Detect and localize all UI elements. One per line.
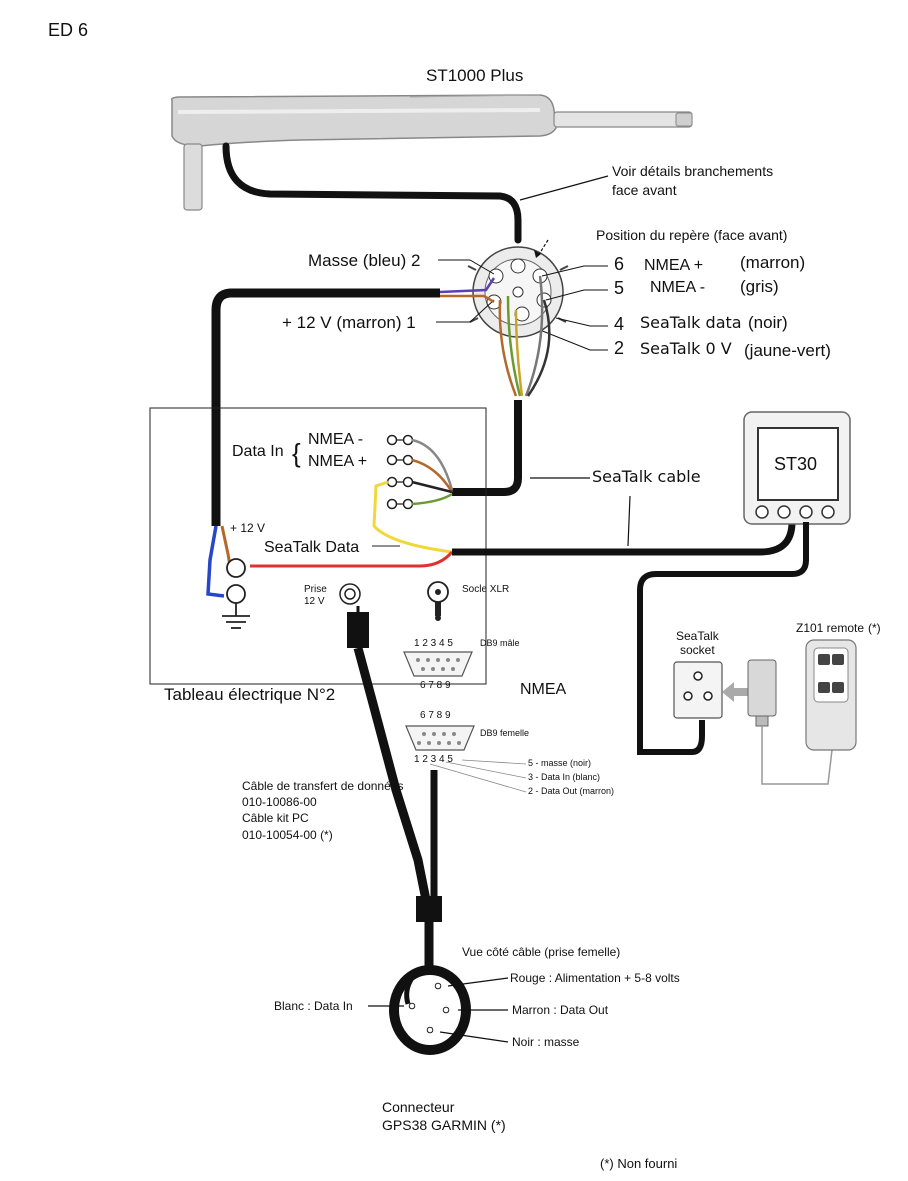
db9-female — [405, 725, 475, 751]
pin-5-num: 5 — [614, 278, 624, 298]
db9m-pins-top: 1 2 3 4 5 — [414, 638, 453, 649]
garmin-noir: Noir : masse — [512, 1035, 580, 1049]
pin-2-name: SeaTalk 0 V — [640, 339, 732, 358]
connector-wires — [439, 275, 551, 397]
socle-label: Socle XLR — [462, 584, 509, 595]
brown-wire — [220, 525, 232, 567]
pin-6-color: (marron) — [740, 253, 805, 272]
nmea-minus-label: NMEA - — [308, 431, 363, 448]
st30-cable — [637, 522, 809, 755]
socket-line1: SeaTalk — [676, 629, 720, 643]
page-id: ED 6 — [48, 20, 88, 40]
pin-4-name: SeaTalk data — [640, 313, 742, 332]
pin-12v-label: + 12 V (marron) 1 — [282, 313, 416, 332]
cable-info-4: 010-10054-00 (*) — [242, 828, 333, 842]
terminal-12v — [226, 558, 246, 578]
nmea-plus-label: NMEA + — [308, 453, 367, 470]
pilot-cable — [222, 142, 522, 244]
seatalk-data-label: SeaTalk Data — [264, 539, 359, 556]
cable-info-2: 010-10086-00 — [242, 795, 317, 809]
seatalk-cable-horizontal — [452, 521, 796, 556]
pin2-label: 2 - Data Out (marron) — [528, 786, 614, 796]
terminal-ground — [226, 584, 246, 604]
pilot-note-2: face avant — [612, 182, 677, 198]
ground-icon — [222, 603, 250, 629]
garmin-connector — [389, 965, 471, 1055]
db9-male — [403, 651, 473, 677]
pin-4-color: (noir) — [748, 313, 788, 332]
garmin-rouge: Rouge : Alimentation + 5-8 volts — [510, 971, 680, 985]
st1000-pilot — [170, 94, 693, 211]
db9m-label: DB9 mâle — [480, 638, 520, 648]
garmin-marron: Marron : Data Out — [512, 1003, 609, 1017]
remote-plug — [747, 659, 777, 727]
db9m-pins-bottom: 6 7 8 9 — [420, 680, 451, 691]
seatalk-socket — [673, 661, 723, 719]
pin-masse-label: Masse (bleu) 2 — [308, 251, 420, 270]
pin-2-color: (jaune-vert) — [744, 341, 831, 360]
brace: { — [292, 438, 301, 468]
terminal-block — [386, 434, 414, 510]
z101-remote — [805, 639, 857, 751]
seatalk-cable-label: SeaTalk cable — [592, 467, 701, 486]
panel-title: Tableau électrique N°2 — [164, 685, 335, 704]
pilot-note-1: Voir détails branchements — [612, 163, 773, 179]
garmin-conn-1: Connecteur — [382, 1099, 455, 1115]
remote-note: (*) — [868, 621, 881, 635]
st30-instrument — [743, 411, 851, 525]
data-cable-plug — [353, 646, 431, 901]
db9f-label: DB9 femelle — [480, 728, 529, 738]
arrow-icon — [722, 682, 748, 702]
st30-label: ST30 — [774, 454, 817, 474]
cable-info-1: Câble de transfert de données — [242, 779, 403, 793]
seatalk-cable-vertical — [452, 400, 522, 496]
db9f-pins-bottom: 1 2 3 4 5 — [414, 754, 453, 765]
cable-info-3: Câble kit PC — [242, 811, 309, 825]
garmin-conn-2: GPS38 GARMIN (*) — [382, 1117, 506, 1133]
garmin-view-label: Vue côté câble (prise femelle) — [462, 945, 620, 959]
panel-box — [149, 407, 487, 685]
pin5-label: 5 - masse (noir) — [528, 758, 591, 768]
plug — [347, 612, 369, 648]
pin3-label: 3 - Data In (blanc) — [528, 772, 600, 782]
remote-label: Z101 remote — [796, 621, 864, 635]
pilot-title: ST1000 Plus — [426, 66, 523, 85]
marker-label: Position du repère (face avant) — [596, 227, 787, 243]
blue-wire — [206, 525, 225, 598]
prise-line1: Prise — [304, 584, 327, 595]
cable-ferrule — [416, 896, 442, 922]
plus-12v-label: + 12 V — [230, 521, 265, 535]
pin-5-color: (gris) — [740, 277, 779, 296]
garmin-blanc: Blanc : Data In — [274, 999, 353, 1013]
footer-note: (*) Non fourni — [600, 1156, 677, 1171]
pin-5-name: NMEA - — [650, 279, 705, 296]
pilot-connector — [467, 246, 569, 338]
pin-6-num: 6 — [614, 254, 624, 274]
prise-line2: 12 V — [304, 596, 325, 607]
panel-wires — [250, 438, 454, 568]
nmea-label: NMEA — [520, 681, 567, 698]
pin-6-name: NMEA + — [644, 257, 703, 274]
data-in-label: Data In — [232, 443, 284, 460]
db9f-pins-top: 6 7 8 9 — [420, 710, 451, 721]
socket-line2: socket — [680, 643, 715, 657]
pin-4-num: 4 — [614, 314, 624, 334]
power-cable — [211, 288, 440, 526]
pin-2-num: 2 — [614, 338, 624, 358]
